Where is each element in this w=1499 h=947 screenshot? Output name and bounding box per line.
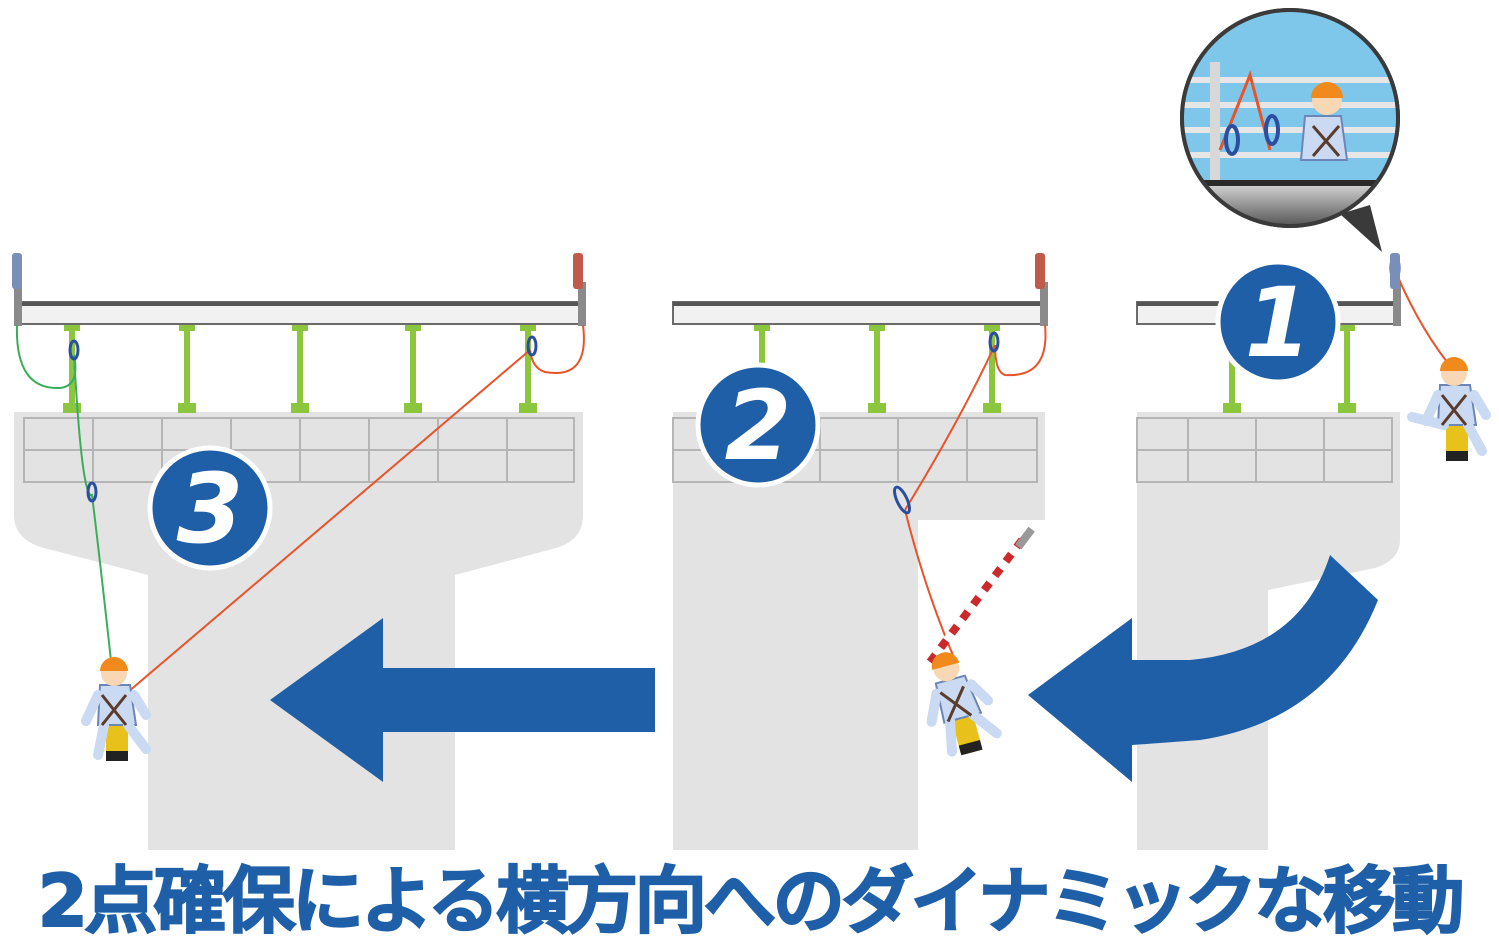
step-1-number: 1 — [1245, 267, 1312, 379]
worker-icon — [1407, 357, 1491, 461]
curved-arrow — [1028, 555, 1378, 782]
caption-banner: 2点確保による横方向へのダイナミックな移動 — [0, 846, 1499, 944]
caption-text: 2点確保による横方向へのダイナミックな移動 — [37, 858, 1465, 944]
worker-icon — [81, 657, 151, 761]
step-2-number: 2 — [725, 370, 792, 482]
pier-3 — [14, 412, 583, 850]
worker-icon — [926, 652, 1002, 757]
step-3-number: 3 — [177, 453, 244, 565]
pier-1 — [1136, 412, 1400, 850]
pole-tool-icon — [926, 526, 1035, 665]
supports-3 — [63, 325, 537, 413]
step-1-badge: 1 — [1215, 259, 1341, 385]
beam-2 — [672, 282, 1048, 326]
straight-arrow-left — [270, 618, 655, 782]
speech-bubble-icon — [1180, 8, 1400, 252]
step-2-badge: 2 — [695, 362, 821, 488]
ropes — [15, 269, 1456, 693]
beam-3 — [14, 282, 586, 326]
step-3-badge: 3 — [147, 445, 273, 571]
lanyard-icon — [12, 253, 1400, 289]
